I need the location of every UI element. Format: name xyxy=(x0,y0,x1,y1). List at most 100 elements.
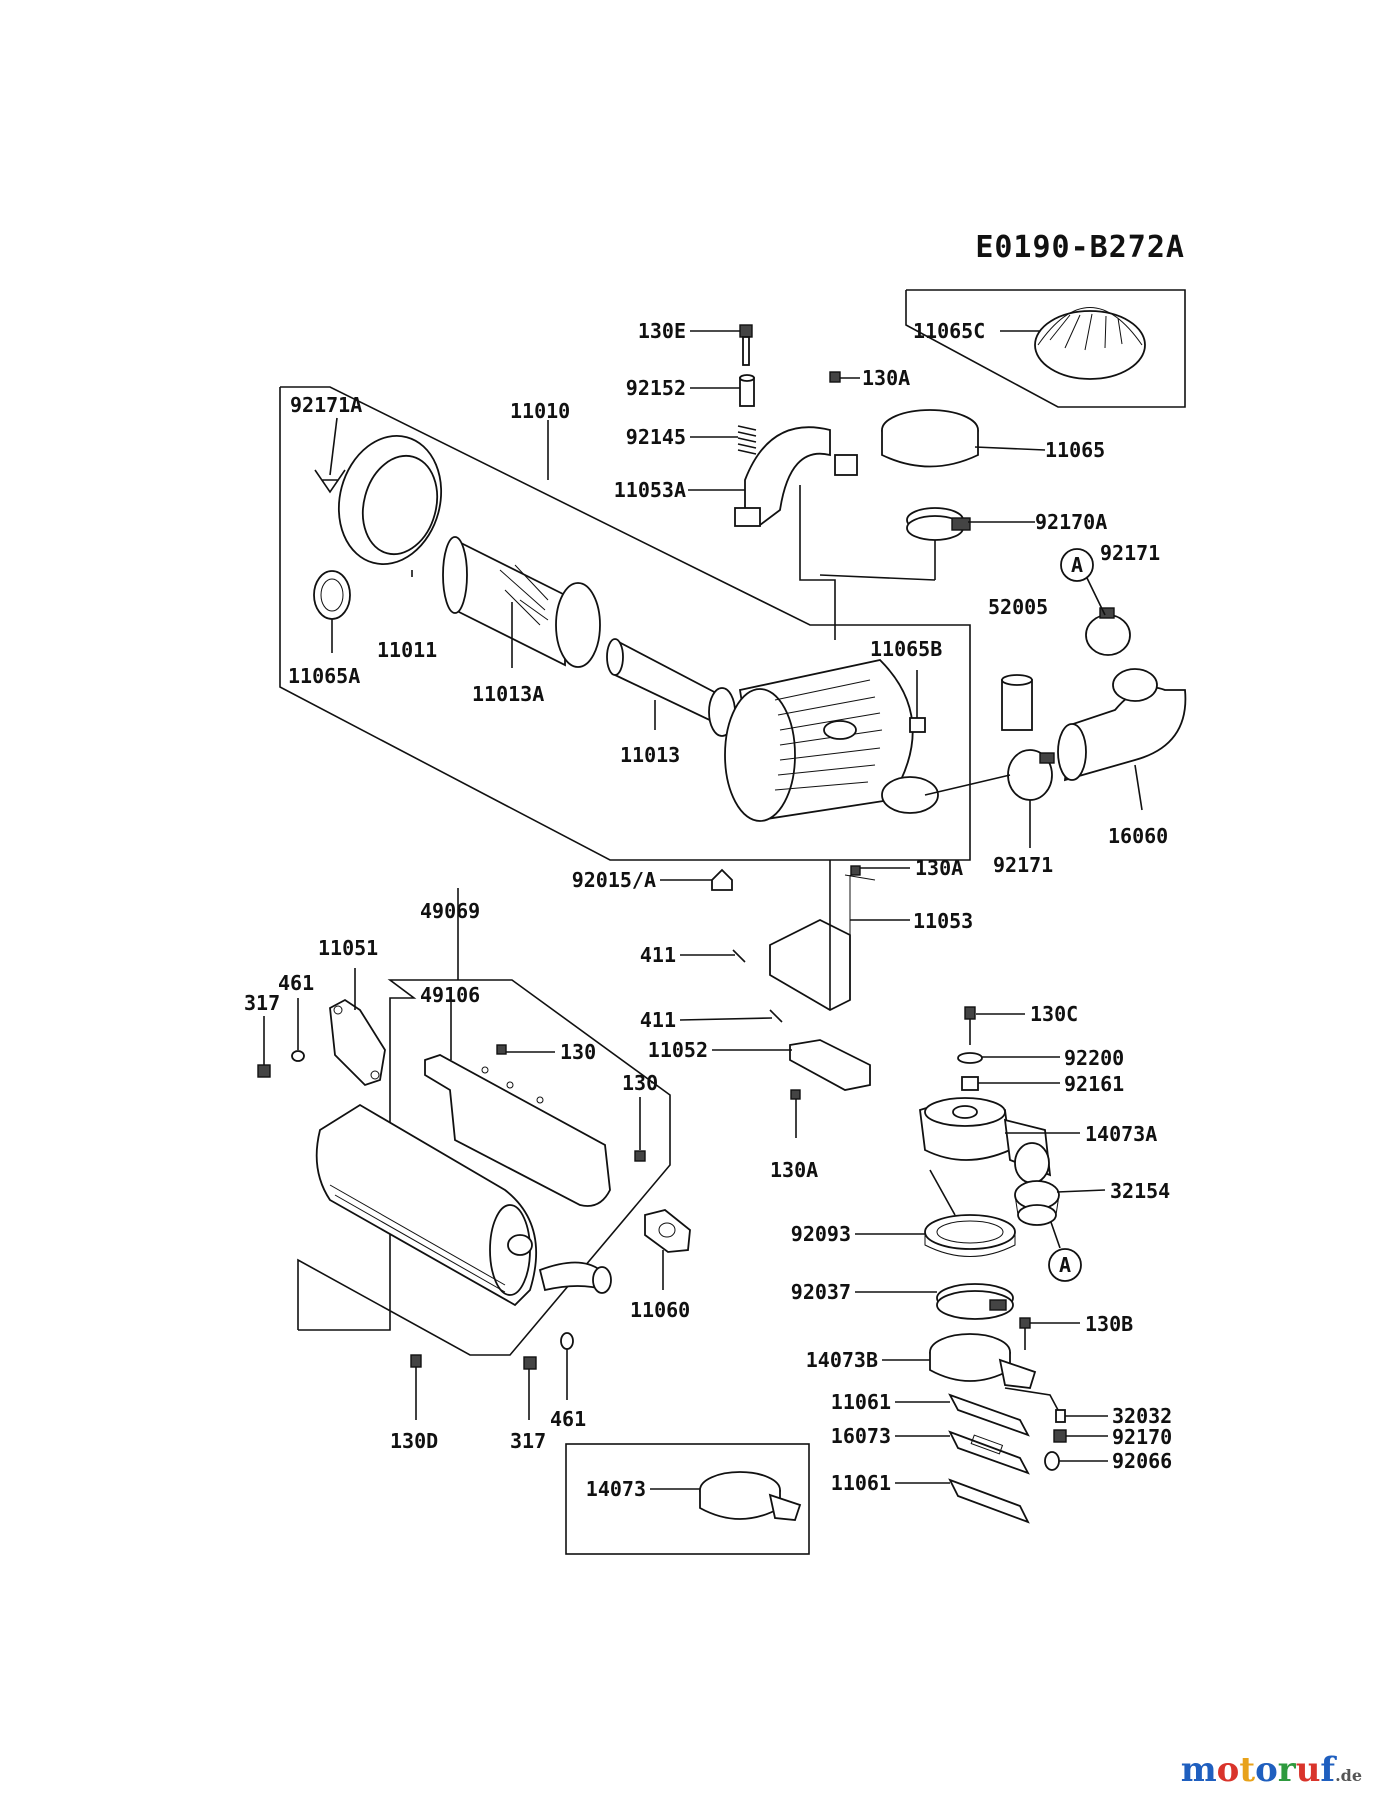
element-11013 xyxy=(606,638,736,737)
seal-92093 xyxy=(924,1214,1016,1257)
label-11065a: 11065A xyxy=(288,664,360,688)
gasket-11060 xyxy=(644,1209,691,1253)
gasket-16073 xyxy=(948,1430,1030,1475)
nut-130-b xyxy=(634,1150,646,1162)
label-11011: 11011 xyxy=(377,638,437,662)
label-130a-mid: 130A xyxy=(915,856,963,880)
label-14073a: 14073A xyxy=(1085,1122,1157,1146)
watermark-logo: motoruf.de xyxy=(1181,1750,1362,1790)
label-32032: 32032 xyxy=(1112,1404,1172,1428)
label-14073: 14073 xyxy=(586,1477,646,1501)
leader-lines xyxy=(263,330,1143,1490)
label-130a-top: 130A xyxy=(862,366,910,390)
spring-92145 xyxy=(737,425,757,455)
watermark-brand: motoruf xyxy=(1180,1750,1336,1790)
label-130d: 130D xyxy=(390,1429,438,1453)
label-92170: 92170 xyxy=(1112,1425,1172,1449)
washer-461-left xyxy=(291,1050,305,1062)
label-11065c: 11065C xyxy=(913,319,985,343)
label-11061-a: 11061 xyxy=(831,1390,891,1414)
callout-a-top: A xyxy=(1060,548,1094,582)
diagram-code: E0190-B272A xyxy=(975,230,1185,265)
label-461-bottom: 461 xyxy=(550,1407,586,1431)
label-11053: 11053 xyxy=(913,909,973,933)
label-130c: 130C xyxy=(1030,1002,1078,1026)
label-92171-top: 92171 xyxy=(1100,541,1160,565)
label-130e: 130E xyxy=(638,319,686,343)
nut-92161 xyxy=(961,1076,979,1091)
label-52005: 52005 xyxy=(988,595,1048,619)
seal-11065a xyxy=(313,570,351,620)
label-411-b: 411 xyxy=(640,1008,676,1032)
washer-461-bottom xyxy=(560,1332,574,1350)
label-317-left: 317 xyxy=(244,991,280,1015)
label-11051: 11051 xyxy=(318,936,378,960)
label-92015a: 92015/A xyxy=(572,868,656,892)
bolt-130a-low xyxy=(790,1089,801,1100)
label-49106: 49106 xyxy=(420,983,480,1007)
washer-92200 xyxy=(957,1052,983,1064)
watermark-tld: .de xyxy=(1335,1766,1362,1785)
exhaust-pipe xyxy=(538,1261,612,1294)
collar-92152 xyxy=(739,374,755,407)
plug-92066 xyxy=(1044,1451,1060,1471)
label-11013: 11013 xyxy=(620,743,680,767)
label-11065: 11065 xyxy=(1045,438,1105,462)
label-11065b: 11065B xyxy=(870,637,942,661)
bracket-11053 xyxy=(769,865,876,1012)
clip-92171a xyxy=(314,469,346,494)
air-cleaner-outline xyxy=(279,386,971,861)
inset-box-11065c xyxy=(905,289,1186,408)
sleeve-32154 xyxy=(1014,1180,1060,1226)
label-130b: 130B xyxy=(1085,1312,1133,1336)
bolt-130b xyxy=(1019,1317,1031,1329)
label-92093: 92093 xyxy=(791,1222,851,1246)
bolt-130d xyxy=(410,1354,422,1368)
label-130-a: 130 xyxy=(560,1040,596,1064)
bracket-11052 xyxy=(789,1039,871,1091)
label-411-a: 411 xyxy=(640,943,676,967)
label-11010: 11010 xyxy=(510,399,570,423)
muffler-outline xyxy=(297,979,671,1356)
clip-92015a xyxy=(711,868,733,891)
indicator-52005 xyxy=(1001,674,1033,731)
clamp-92170a xyxy=(906,507,971,541)
label-130a-low: 130A xyxy=(770,1158,818,1182)
callout-a-bottom: A xyxy=(1048,1248,1082,1282)
element-11013a xyxy=(442,536,601,668)
label-92200: 92200 xyxy=(1064,1046,1124,1070)
bolt-130e xyxy=(739,324,753,366)
clamp-92171-mid xyxy=(1007,749,1055,801)
pin-411-a xyxy=(732,949,746,963)
label-49069: 49069 xyxy=(420,899,480,923)
gasket-11061-a xyxy=(948,1393,1030,1437)
label-92161: 92161 xyxy=(1064,1072,1124,1096)
label-317-bottom: 317 xyxy=(510,1429,546,1453)
label-16073: 16073 xyxy=(831,1424,891,1448)
svg-text:A: A xyxy=(1071,553,1083,577)
base-14073b xyxy=(929,1333,1037,1389)
bolt-130c xyxy=(964,1006,976,1020)
label-11053a: 11053A xyxy=(614,478,686,502)
inset-box-14073 xyxy=(565,1443,810,1555)
clamp-92037 xyxy=(936,1283,1014,1320)
cover-11065 xyxy=(881,409,979,468)
label-92037: 92037 xyxy=(791,1280,851,1304)
label-461-left: 461 xyxy=(278,971,314,995)
label-92145: 92145 xyxy=(626,425,686,449)
housing-cover-11011 xyxy=(337,434,443,566)
label-14073b: 14073B xyxy=(806,1348,878,1372)
cover-cap-11065c xyxy=(1034,307,1146,380)
nut-317-left xyxy=(257,1064,271,1078)
nut-130-a xyxy=(496,1044,507,1055)
label-92171-mid: 92171 xyxy=(993,853,1053,877)
gasket-11061-b xyxy=(948,1478,1030,1524)
pin-411-b xyxy=(769,1009,783,1023)
air-cleaner-body xyxy=(724,659,939,822)
part-labels: 130E 92152 92145 130A 11065C 11065 92171… xyxy=(244,319,1172,1501)
plate-11051 xyxy=(329,998,386,1087)
label-11013a: 11013A xyxy=(472,682,544,706)
elbow-14073a xyxy=(919,1097,1052,1184)
label-92171a: 92171A xyxy=(290,393,362,417)
label-11061-b: 11061 xyxy=(831,1471,891,1495)
